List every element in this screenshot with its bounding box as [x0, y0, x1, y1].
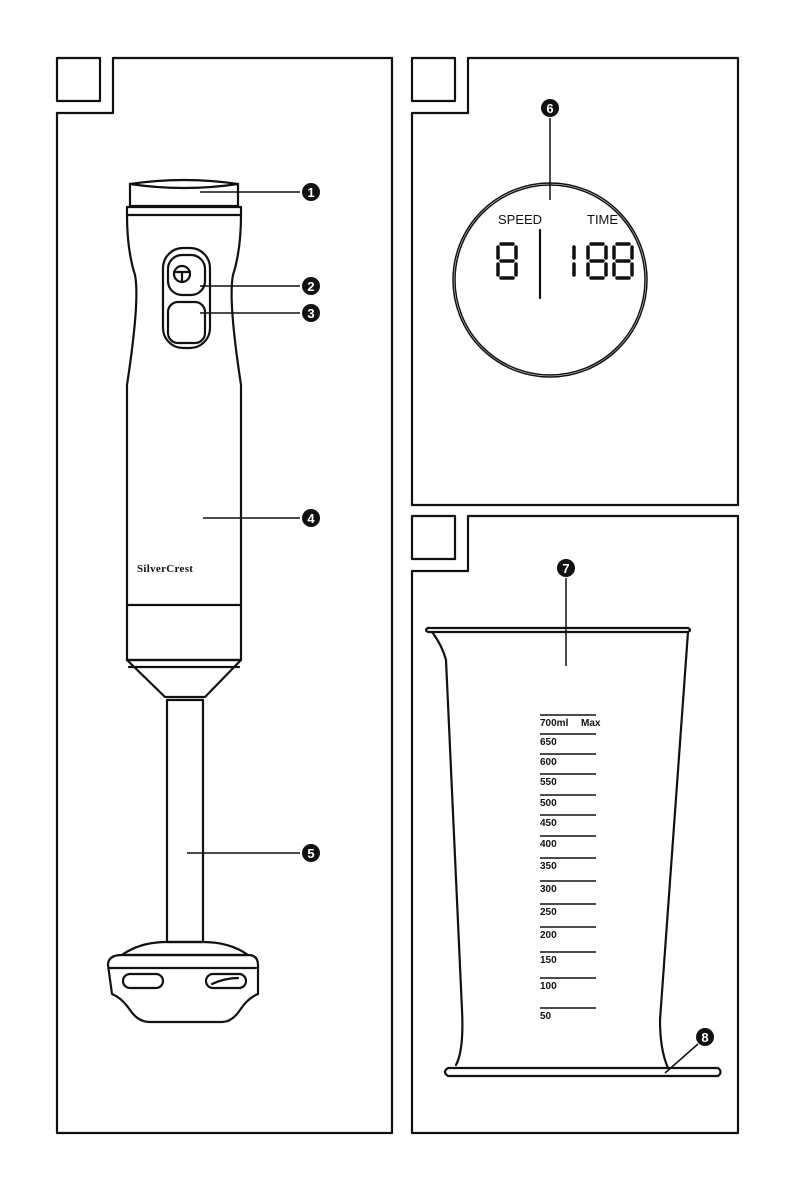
panel-frame: [410, 56, 740, 507]
panel-frame: [410, 514, 740, 1135]
scale-label: 700ml: [540, 718, 569, 729]
callout-2: 2: [200, 277, 320, 295]
speed-label: SPEED: [498, 212, 542, 227]
callout-3: 3: [200, 304, 320, 322]
seven-segment-digits: [496, 242, 634, 280]
svg-text:4: 4: [307, 511, 315, 526]
cup-right-wall: [658, 630, 690, 1070]
svg-text:2: 2: [307, 279, 314, 294]
time-digit: [586, 242, 608, 280]
time-label: TIME: [587, 212, 618, 227]
figure-number-box: [410, 56, 457, 103]
panel-a: [55, 56, 394, 1135]
scale-label: 100: [540, 981, 557, 992]
panel-b: [410, 56, 740, 507]
scale-label: 250: [540, 907, 557, 918]
scale-label: 500: [540, 798, 557, 809]
callout-4: 4: [203, 509, 320, 527]
svg-text:6: 6: [546, 101, 553, 116]
callout-5: 5: [187, 844, 320, 862]
scale-label: 600: [540, 757, 557, 768]
handle-body: [125, 213, 243, 607]
button-panel: [161, 246, 212, 350]
scale-label: 50: [540, 1011, 552, 1022]
callout-1: 1: [200, 183, 320, 201]
svg-text:8: 8: [701, 1030, 708, 1045]
svg-text:3: 3: [307, 306, 314, 321]
scale-label: 300: [540, 884, 557, 895]
callout-6: 6: [541, 99, 559, 200]
cup-rim: [424, 626, 692, 634]
callout-7: 7: [557, 559, 575, 666]
brand-logo: SilverCrest: [137, 563, 193, 575]
panel-frame: [55, 56, 394, 1135]
scale-label: 450: [540, 818, 557, 829]
blade-guard: [106, 940, 260, 1024]
svg-text:1: 1: [307, 185, 314, 200]
motor-band: [125, 603, 243, 662]
scale-label: 400: [540, 839, 557, 850]
hand-blender: SilverCrest: [106, 178, 260, 1024]
figure-number-box: [55, 56, 102, 103]
scale-label: 150: [540, 955, 557, 966]
speed-button: [166, 300, 207, 345]
measuring-cup: 700ml 650 600 550 500 450 400 350 300 250 200 150 10…: [424, 626, 722, 1078]
display: SPEED TIME: [452, 182, 648, 378]
scale-label: 650: [540, 737, 557, 748]
volume-scale: 700ml 650 600 550 500 450 400 350 300 250 200 150 10…: [540, 714, 601, 1022]
cup-base: [443, 1066, 722, 1078]
motor-base: [125, 658, 243, 699]
cup-left-wall: [430, 630, 464, 1067]
time-digit: [612, 242, 634, 280]
scale-label: 350: [540, 861, 557, 872]
scale-max-label: Max: [581, 718, 601, 729]
power-icon: [172, 264, 192, 284]
scale-label: 550: [540, 777, 557, 788]
panel-c: [410, 514, 740, 1135]
callout-8: 8: [664, 1028, 714, 1074]
scale-label: 200: [540, 930, 557, 941]
blending-shaft: [165, 698, 205, 944]
top-cap: [128, 178, 240, 208]
power-button: [166, 253, 207, 297]
svg-text:7: 7: [562, 561, 569, 576]
svg-text:5: 5: [307, 846, 314, 861]
speed-digit: [496, 242, 518, 280]
figure-number-box: [410, 514, 457, 561]
